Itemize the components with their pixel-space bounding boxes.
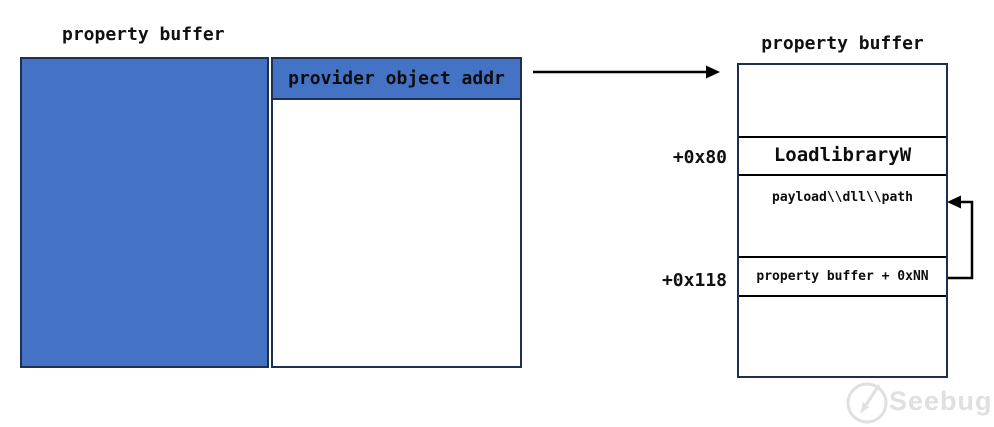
right-buffer-row-empty-bottom: [739, 297, 946, 376]
right-buffer-box: LoadlibraryW payload\\dll\\path property…: [737, 63, 948, 378]
right-buffer-row-empty-top: [739, 65, 946, 138]
left-buffer-body-cell: [20, 57, 269, 368]
provider-object-addr-cell: provider object addr: [271, 57, 522, 100]
left-buffer-title: property buffer: [62, 24, 225, 45]
provider-to-buffer-arrow: [533, 65, 720, 79]
right-buffer-row-buffer-offset-pointer: property buffer + 0xNN: [739, 258, 946, 297]
offset-label-0x118: +0x118: [661, 270, 727, 291]
left-buffer-empty-cell: [271, 98, 522, 368]
right-buffer-row-payload-path: payload\\dll\\path: [739, 176, 946, 258]
arrow-head-right-icon: [706, 65, 720, 79]
right-buffer-title: property buffer: [761, 33, 924, 54]
offset-label-0x80: +0x80: [672, 147, 727, 168]
right-buffer-row-loadlibraryw: LoadlibraryW: [739, 138, 946, 176]
arrow-head-left-icon: [947, 195, 961, 209]
seebug-watermark-text: Seebug: [889, 386, 993, 416]
pointer-loopback-arrow: [947, 195, 974, 280]
